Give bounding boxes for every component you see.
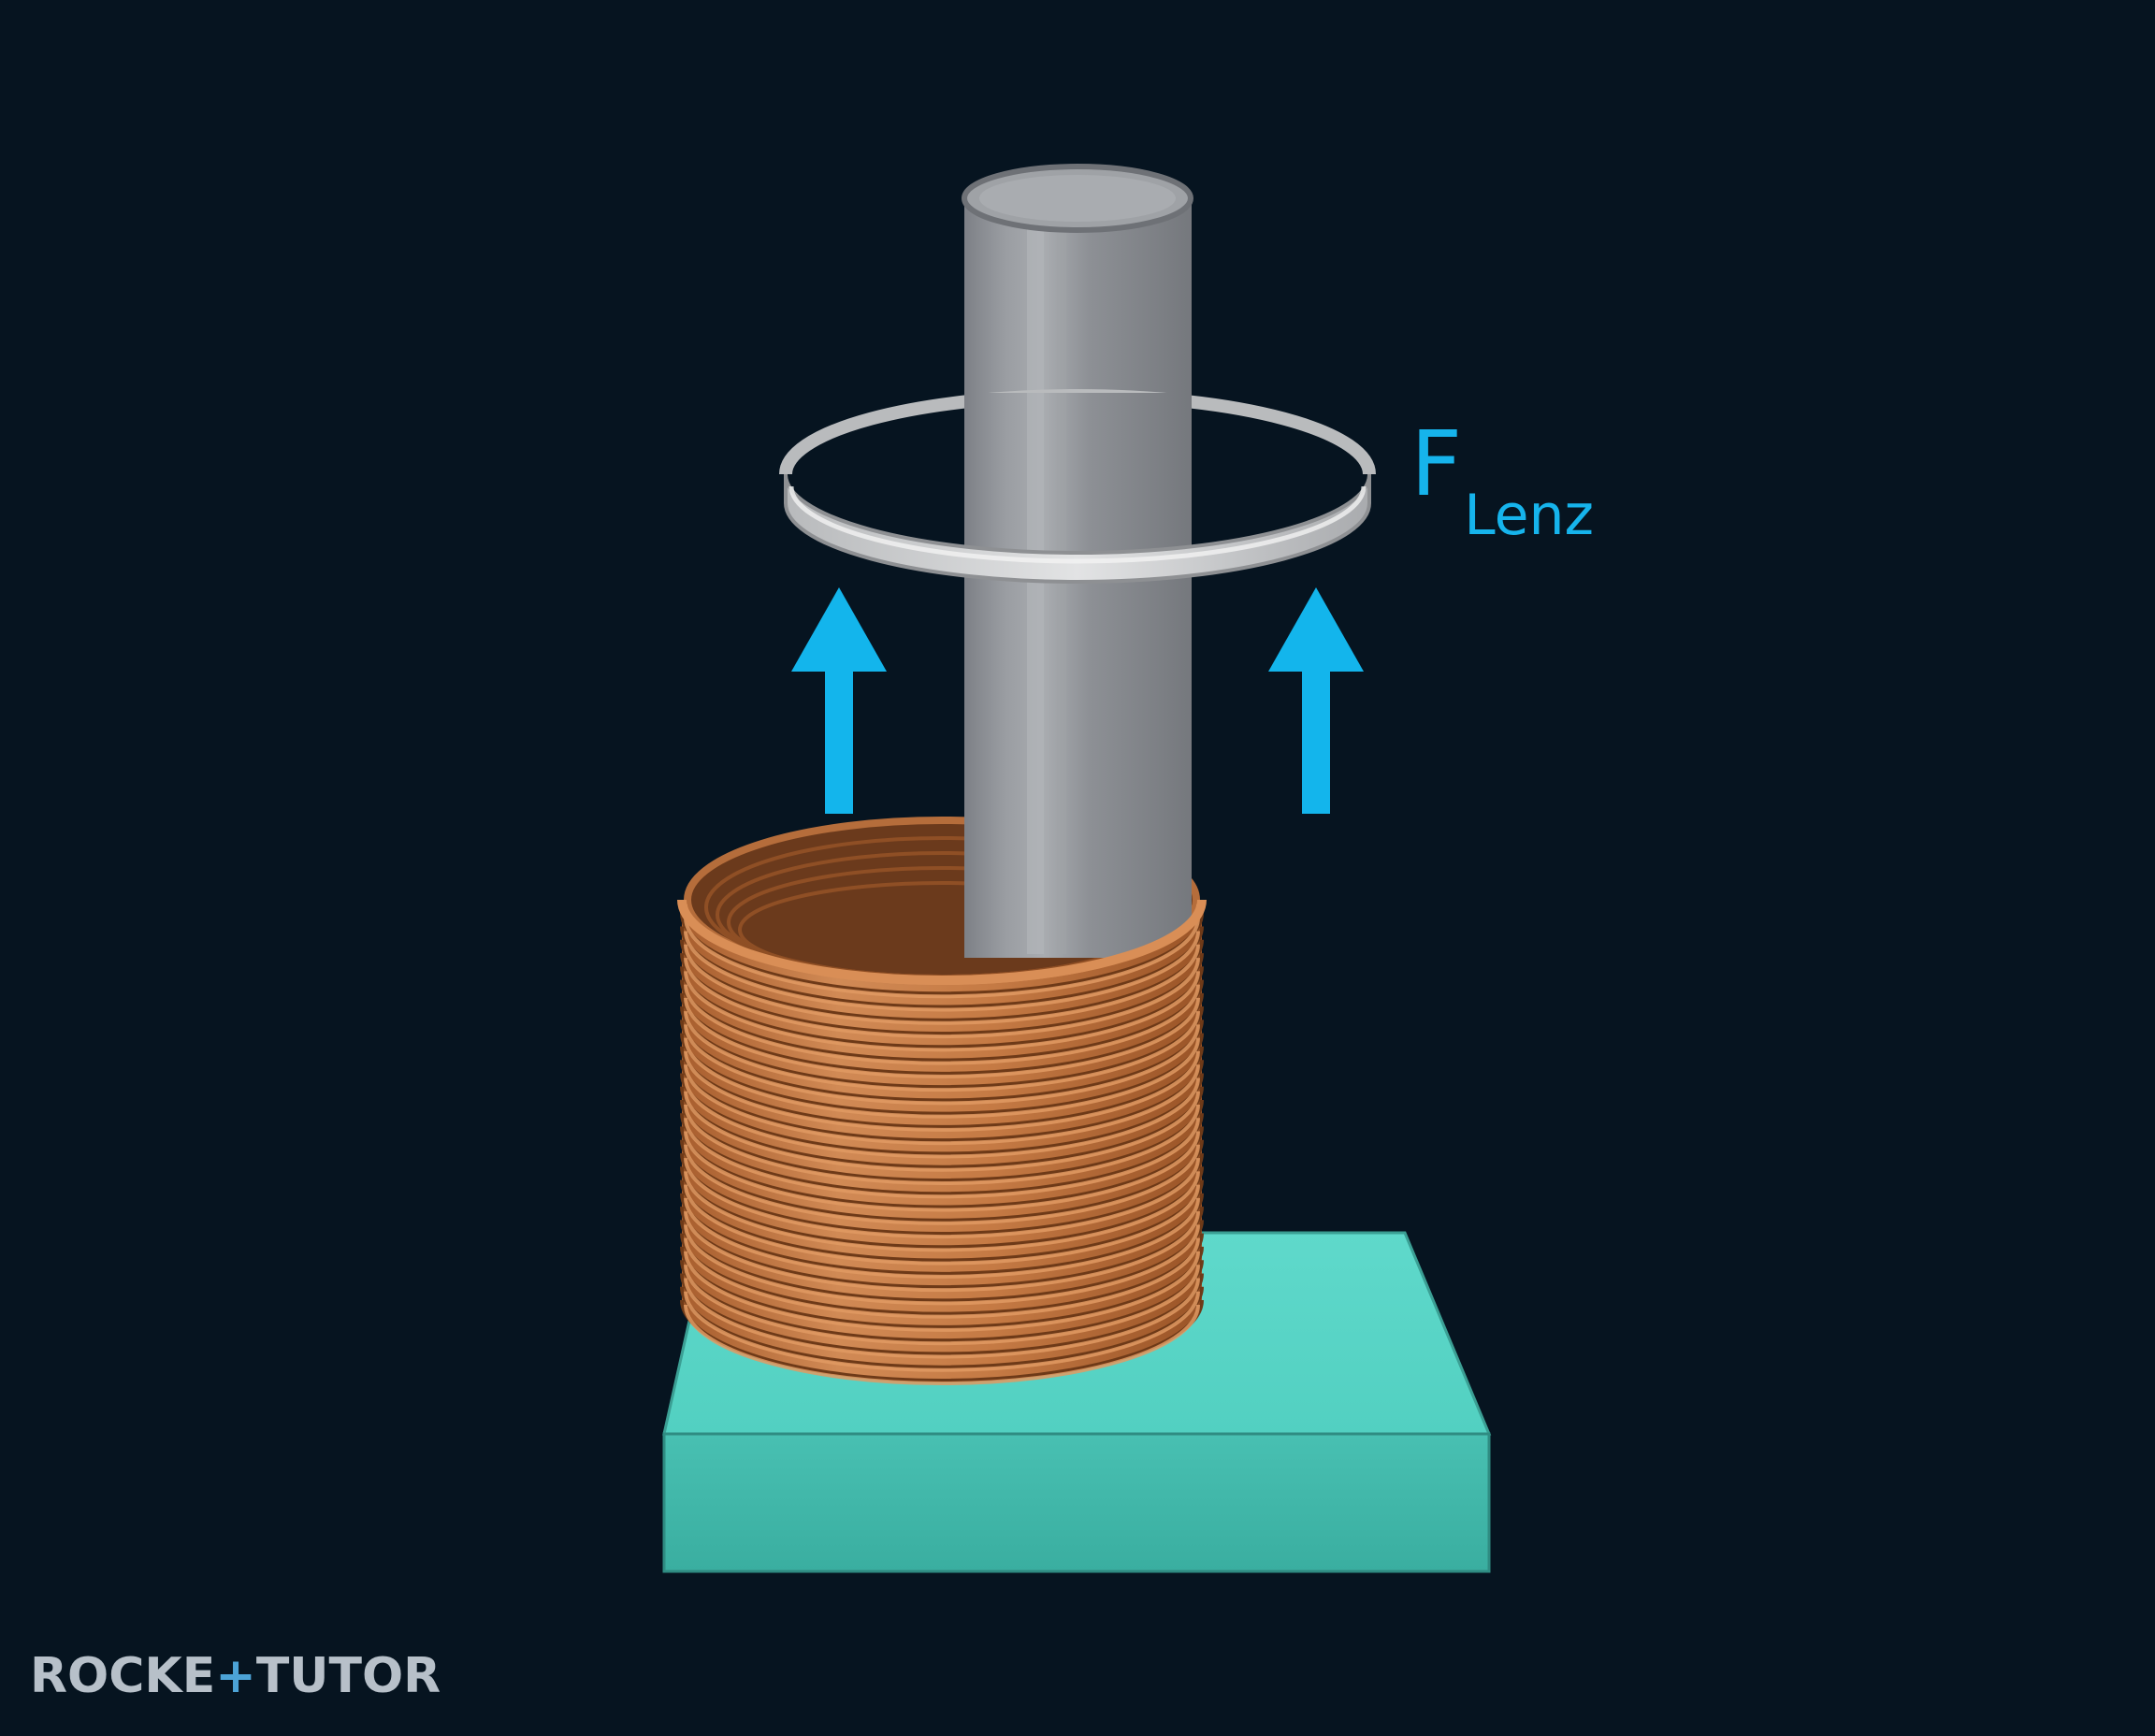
- coil-turn-highlight: [684, 1265, 1200, 1346]
- force-arrow-right: [1268, 587, 1364, 814]
- coil-turn-highlight: [684, 1171, 1200, 1252]
- lenz-ring: [779, 389, 1376, 584]
- coil-turn-highlight: [684, 984, 1200, 1065]
- coil-turn-highlight: [684, 1064, 1200, 1146]
- force-label-subscript: Lenz: [1464, 483, 1595, 548]
- coil-turn-highlight: [684, 997, 1200, 1078]
- coil-turn-highlight: [684, 1104, 1200, 1185]
- coil-turn-highlight: [684, 1091, 1200, 1172]
- logo-plus: +: [215, 1648, 256, 1704]
- coil-turn-highlight: [684, 1237, 1200, 1319]
- coil-turn-highlight: [684, 958, 1200, 1039]
- coil-turn-highlight: [684, 931, 1200, 1012]
- force-arrow-left: [791, 587, 887, 814]
- coil-turn-highlight: [684, 1024, 1200, 1106]
- coil-turn-highlight: [684, 1197, 1200, 1279]
- coil-turn-highlight: [684, 1211, 1200, 1293]
- force-label-main: F: [1410, 412, 1463, 516]
- coil-turn-highlight: [684, 1144, 1200, 1225]
- coil-turn-highlight: [684, 1078, 1200, 1159]
- coil-turn-highlight: [684, 944, 1200, 1025]
- coil-turn-highlight: [684, 918, 1200, 999]
- coil-turn-highlight: [684, 1131, 1200, 1212]
- metal-rod: [962, 164, 1193, 958]
- logo-text-part1: ROCKE: [30, 1648, 216, 1704]
- coil-turn-highlight: [684, 1224, 1200, 1306]
- coil-turn-highlight: [684, 1184, 1200, 1266]
- coil-windings: [677, 899, 1207, 1385]
- coil-turn-highlight: [684, 1118, 1200, 1199]
- ring-front-band: [784, 473, 1371, 584]
- coil-turn-highlight: [684, 1278, 1200, 1359]
- force-label: FLenz: [1410, 419, 1594, 543]
- coil-turn-highlight: [684, 1158, 1200, 1239]
- coil-turn-highlight: [684, 1037, 1200, 1119]
- coil-turn-highlight: [684, 1050, 1200, 1132]
- base-front-face: [662, 1432, 1491, 1573]
- coil-turn-highlight: [684, 1251, 1200, 1332]
- rockettutor-logo: ROCKE+TUTOR: [30, 1652, 441, 1700]
- coil-top-rim: [677, 899, 1207, 985]
- logo-text-part2: TUTOR: [255, 1648, 441, 1704]
- coil-turn-highlight: [684, 1304, 1200, 1385]
- coil-turn-highlight: [684, 1011, 1200, 1092]
- coil-turn-highlight: [684, 971, 1200, 1052]
- coil-turn-highlight: [684, 1291, 1200, 1372]
